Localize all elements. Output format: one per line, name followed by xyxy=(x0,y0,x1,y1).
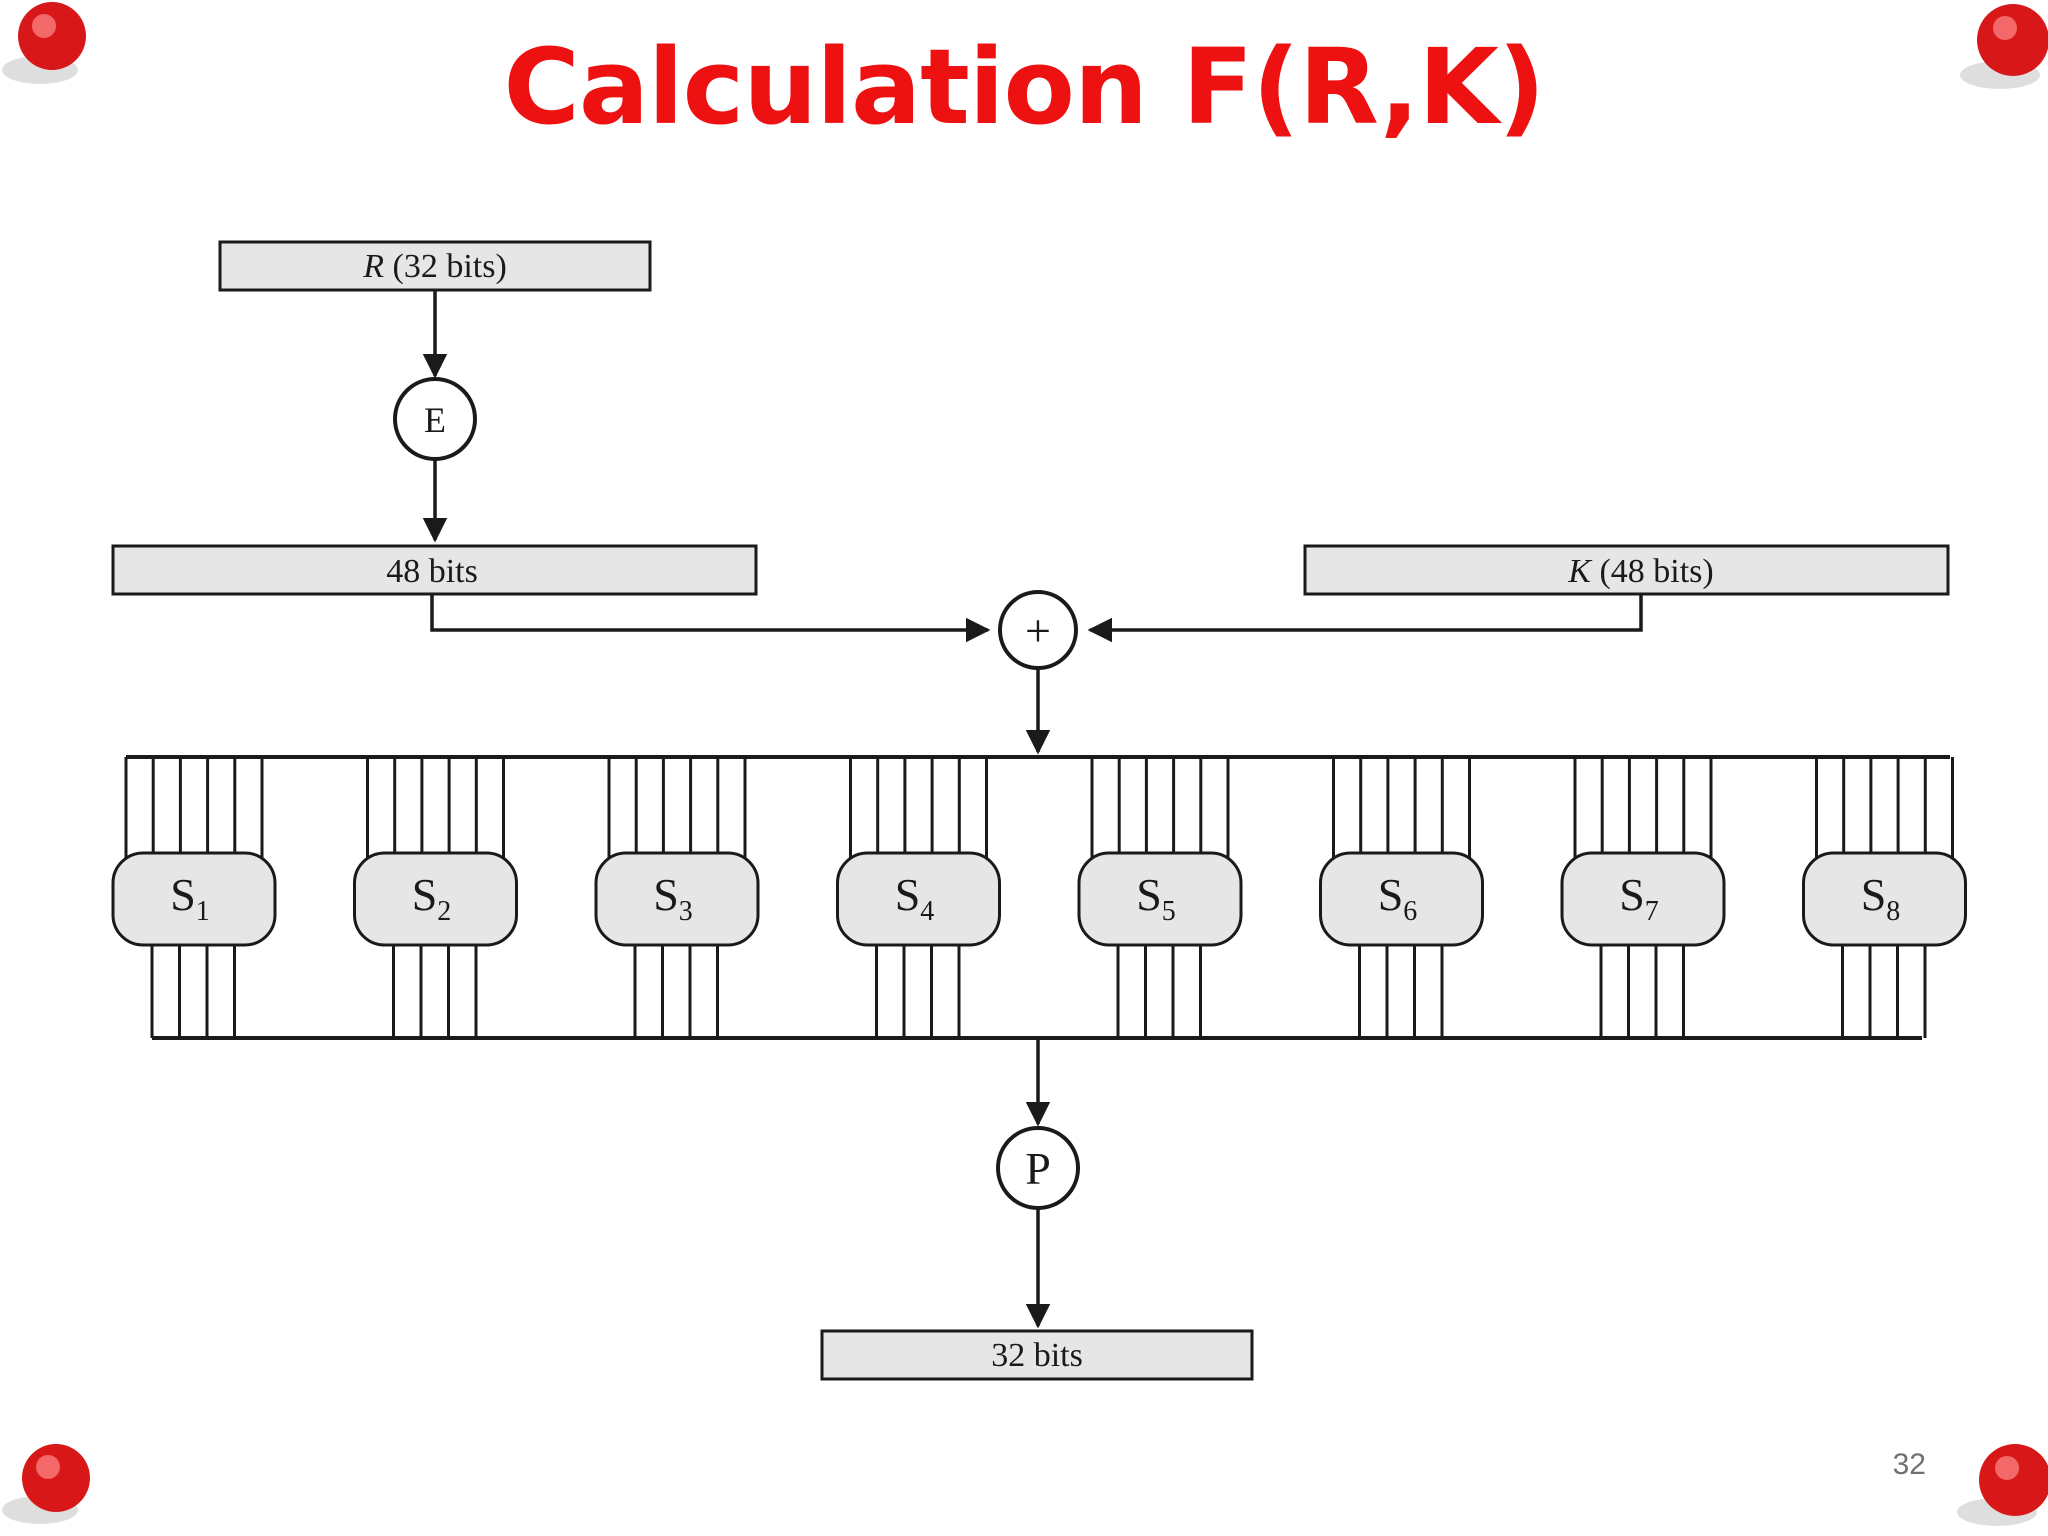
pushpin-icon xyxy=(2,2,86,84)
input-r-box: R (32 bits) xyxy=(218,240,652,292)
expanded-48bits-box: 48 bits xyxy=(111,544,758,596)
sbox-row: S1 S2 S3 S4 S5 S6 S7 S8 xyxy=(111,757,1967,1038)
sbox-label: S5 xyxy=(1136,869,1176,927)
xor-node: + xyxy=(998,590,1078,670)
sbox-7: S7 xyxy=(1560,757,1726,1038)
sbox-body xyxy=(1560,851,1726,947)
sbox-label: S8 xyxy=(1861,869,1901,927)
pushpin-icon xyxy=(1957,1444,2048,1526)
svg-text:K (48 bits): K (48 bits) xyxy=(1567,553,1713,590)
sbox-body xyxy=(1802,851,1967,947)
permutation-label: P xyxy=(1025,1143,1051,1194)
sbox-1: S1 xyxy=(111,757,277,1038)
sbox-3: S3 xyxy=(594,757,760,1038)
sbox-8: S8 xyxy=(1802,757,1967,1038)
input-r-variable: R xyxy=(362,248,384,285)
key-k-box: K (48 bits) xyxy=(1303,544,1950,596)
sbox-2: S2 xyxy=(353,757,518,1038)
pushpin-icon xyxy=(2,1444,90,1524)
xor-label: + xyxy=(1025,605,1051,656)
sbox-body xyxy=(1077,851,1243,947)
sbox-6: S6 xyxy=(1319,757,1484,1038)
input-r-label: (32 bits) xyxy=(384,248,507,285)
permutation-node: P xyxy=(996,1126,1080,1210)
arrow-key-to-xor xyxy=(1087,594,1643,643)
sbox-label: S2 xyxy=(412,869,452,927)
sbox-body xyxy=(111,851,277,947)
sbox-body xyxy=(836,851,1001,947)
sbox-body xyxy=(594,851,760,947)
expansion-label: E xyxy=(424,400,446,440)
sbox-label: S4 xyxy=(895,869,935,927)
key-k-label: (48 bits) xyxy=(1591,553,1714,590)
sbox-body xyxy=(353,851,518,947)
slide-title: Calculation F(R,K) xyxy=(503,26,1546,148)
arrow-48bits-to-xor xyxy=(430,594,991,643)
expanded-48bits-label: 48 bits xyxy=(386,553,478,590)
pushpin-icon xyxy=(1960,4,2048,89)
sbox-4: S4 xyxy=(836,757,1001,1038)
output-32bits-label: 32 bits xyxy=(991,1337,1083,1374)
key-k-variable: K xyxy=(1567,553,1593,590)
expansion-node: E xyxy=(393,377,477,461)
svg-text:R (32 bits): R (32 bits) xyxy=(362,248,507,285)
output-32bits-box: 32 bits xyxy=(820,1329,1254,1381)
sbox-label: S6 xyxy=(1378,869,1418,927)
sbox-label: S1 xyxy=(170,869,210,927)
sbox-body xyxy=(1319,851,1484,947)
page-number: 32 xyxy=(1892,1448,1926,1481)
sbox-label: S3 xyxy=(653,869,693,927)
sbox-5: S5 xyxy=(1077,757,1243,1038)
sbox-label: S7 xyxy=(1619,869,1659,927)
